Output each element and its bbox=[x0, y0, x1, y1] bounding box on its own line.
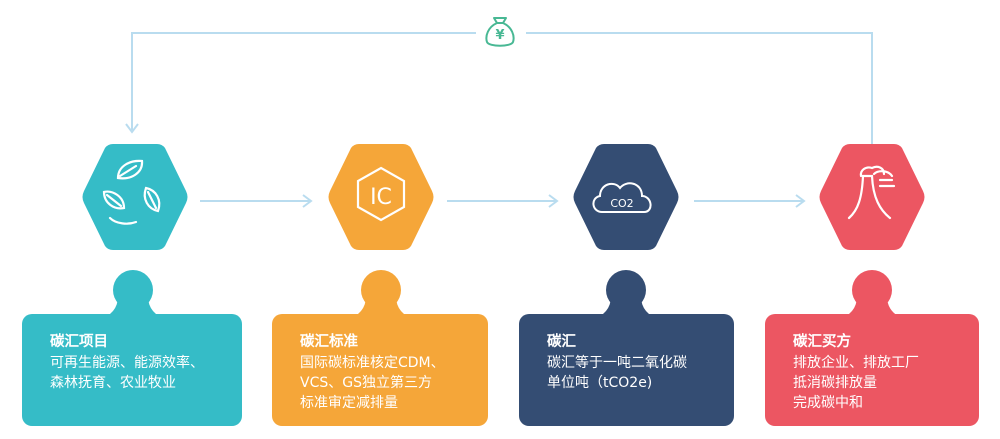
card-title: 碳汇项目 bbox=[50, 334, 108, 350]
hexagon-step-2: IC bbox=[328, 144, 434, 250]
card-carbon-sink-standard: 碳汇标准 国际碳标准核定CDM、 VCS、GS独立第三方 标准审定减排量 bbox=[272, 314, 488, 426]
card-line: 国际碳标准核定CDM、 bbox=[300, 355, 445, 371]
card-title: 碳汇 bbox=[547, 334, 576, 350]
connector-1 bbox=[98, 270, 168, 320]
card-description: 国际碳标准核定CDM、 VCS、GS独立第三方 标准审定减排量 bbox=[300, 353, 468, 413]
card-description: 碳汇等于一吨二氧化碳 单位吨（tCO2e) bbox=[547, 353, 714, 393]
connector-3 bbox=[591, 270, 661, 320]
factory-chimney-icon bbox=[847, 165, 896, 220]
card-title: 碳汇标准 bbox=[300, 334, 358, 350]
card-carbon-sink-buyer: 碳汇买方 排放企业、排放工厂 抵消碳排放量 完成碳中和 bbox=[765, 314, 979, 426]
card-title: 碳汇买方 bbox=[793, 334, 851, 350]
connector-4 bbox=[837, 270, 907, 320]
co2-cloud-icon: CO2 bbox=[592, 182, 652, 213]
flow-arrow-1 bbox=[200, 194, 313, 208]
hexagon-step-4 bbox=[819, 144, 925, 250]
card-carbon-sink: 碳汇 碳汇等于一吨二氧化碳 单位吨（tCO2e) bbox=[519, 314, 734, 426]
hexagon-step-3: CO2 bbox=[573, 144, 679, 250]
card-line: 排放企业、排放工厂 bbox=[793, 355, 919, 371]
money-bag-icon: ¥ bbox=[485, 17, 515, 47]
card-line: 标准审定减排量 bbox=[300, 395, 398, 411]
flow-arrow-3 bbox=[694, 194, 806, 208]
card-description: 可再生能源、能源效率、 森林抚育、农业牧业 bbox=[50, 353, 222, 393]
card-carbon-sink-project: 碳汇项目 可再生能源、能源效率、 森林抚育、农业牧业 bbox=[22, 314, 242, 426]
card-line: 森林抚育、农业牧业 bbox=[50, 375, 176, 391]
co2-label: CO2 bbox=[610, 197, 633, 210]
card-description: 排放企业、排放工厂 抵消碳排放量 完成碳中和 bbox=[793, 353, 959, 413]
flow-arrow-2 bbox=[447, 194, 559, 208]
feedback-loop-arrow bbox=[125, 32, 873, 148]
hexagon-step-1 bbox=[82, 144, 188, 250]
card-line: 完成碳中和 bbox=[793, 395, 863, 411]
card-line: 碳汇等于一吨二氧化碳 bbox=[547, 355, 687, 371]
leaves-icon bbox=[102, 159, 161, 225]
ic-standard-icon: IC bbox=[356, 166, 406, 222]
card-line: 抵消碳排放量 bbox=[793, 375, 877, 391]
card-line: 可再生能源、能源效率、 bbox=[50, 355, 204, 371]
card-line: VCS、GS独立第三方 bbox=[300, 375, 432, 391]
ic-label: IC bbox=[370, 185, 392, 210]
yuan-symbol: ¥ bbox=[495, 28, 504, 43]
connector-2 bbox=[346, 270, 416, 320]
card-line: 单位吨（tCO2e) bbox=[547, 375, 653, 391]
